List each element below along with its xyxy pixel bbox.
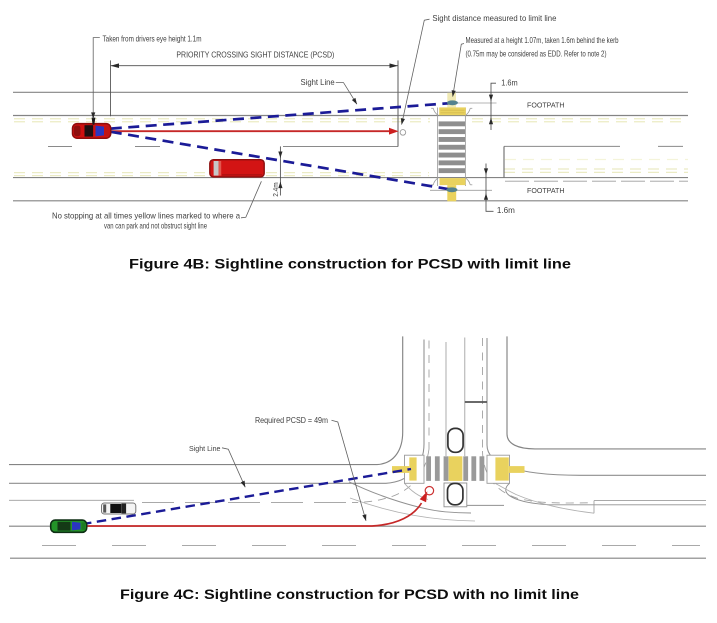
fig4c-green-car	[49, 519, 88, 534]
fig4b-label-dim16-bottom: 1.6m	[497, 206, 515, 215]
fig4c-label-required-pcsd: Required PCSD = 49m	[255, 416, 328, 425]
fig4b-pcsd-dimension	[110, 60, 398, 117]
fig4c-island-tactile	[448, 456, 463, 481]
fig4c-junction-mouth-curves	[348, 481, 706, 522]
fig4c-refuge-island	[446, 427, 464, 506]
fig4b-label-footpath-bottom: FOOTPATH	[527, 186, 565, 195]
fig4b-tactile-square-bottom	[439, 178, 466, 186]
fig4b-label-dim24: 2.4m	[271, 182, 280, 197]
figure-4b-drawing: Taken from drivers eye height 1.1m PRIOR…	[13, 13, 688, 230]
fig4c-required-pcsd-leader	[331, 419, 367, 521]
fig4b-dim-16-bottom	[483, 163, 494, 212]
fig4b-limit-point-circle	[399, 129, 407, 136]
fig4c-bellmouth-dash-east	[482, 450, 591, 504]
fig4b-label-pcsd-heading: PRIORITY CROSSING SIGHT DISTANCE (PCSD)	[176, 50, 334, 59]
fig4b-label-limit-note: Sight distance measured to limit line	[432, 13, 556, 23]
fig4b-dim-16-top	[488, 82, 496, 130]
fig4b-no-stopping-leader	[240, 181, 262, 219]
fig4b-pedestrian-top	[446, 100, 458, 106]
fig4b-driver-car	[71, 117, 112, 139]
fig4c-conflict-point-circle	[424, 485, 435, 496]
fig4b-sight-lines	[110, 101, 451, 191]
fig4b-zebra-crossing	[431, 92, 473, 202]
fig4b-road-lines	[13, 91, 688, 202]
fig4c-centre-line-east	[593, 500, 706, 514]
fig4b-label-eye-height: Taken from drivers eye height 1.1m	[103, 34, 202, 44]
fig4b-parked-van	[209, 158, 265, 178]
fig4c-centre-line-west	[9, 499, 350, 504]
fig4b-vehicle-path-arrowhead	[389, 127, 399, 135]
fig4b-zebra-stripes	[438, 121, 465, 174]
fig4b-sight-line-lower	[110, 130, 451, 191]
fig4b-kerb-flares	[431, 107, 473, 186]
fig4b-eye-height-leader	[91, 37, 100, 119]
fig4c-vehicle-path-arrowhead	[419, 491, 428, 503]
fig4b-label-sight-line: Sight Line	[301, 77, 336, 87]
figure-4c-caption: Figure 4C: Sightline construction for PC…	[120, 587, 579, 602]
fig4b-vehicle-path	[110, 127, 407, 136]
fig4b-label-dim16-top: 1.6m	[501, 78, 518, 87]
fig4c-main-road-east	[486, 336, 706, 476]
fig4c-vehicle-path	[87, 485, 435, 527]
fig4c-zebra-stripes	[426, 456, 485, 481]
figure-4b-caption: Figure 4B: Sightline construction for PC…	[129, 256, 571, 271]
fig4c-sight-line	[81, 467, 412, 526]
fig4c-main-road-west	[9, 336, 425, 484]
fig4b-label-measured-1: Measured at a height 1.07m, taken 1.6m b…	[466, 35, 619, 45]
fig4c-side-road	[428, 337, 487, 456]
fig4c-crossing-yellows	[392, 457, 525, 481]
fig4b-sight-line-leader	[335, 82, 358, 105]
fig4b-tactile-strip-top	[447, 92, 456, 108]
fig4b-label-no-stopping-2: van can park and not obstruct sight line	[104, 220, 207, 230]
fig4b-tactile-strip-bottom	[447, 185, 457, 202]
fig4b-label-no-stopping-1: No stopping at all times yellow lines ma…	[52, 210, 240, 220]
fig4b-driver-eye-marker	[91, 117, 96, 125]
fig4c-white-car	[101, 502, 137, 515]
fig4b-label-measured-2: (0.75m may be considered as EDD. Refer t…	[466, 48, 607, 58]
fig4b-limit-note-leader	[400, 18, 430, 125]
fig4b-label-footpath-top: FOOTPATH	[527, 101, 565, 110]
fig4b-limit-lines	[397, 60, 505, 178]
fig4c-label-sight-line: Sight Line	[189, 444, 221, 453]
fig4b-tactile-square-top	[439, 107, 466, 116]
fig4c-sight-line-leader	[221, 447, 246, 488]
figure-4c-drawing: Required PCSD = 49m Sight Line	[9, 336, 706, 559]
fig4b-pedestrian-bottom	[446, 187, 458, 193]
fig4b-measured-note-leader	[451, 43, 465, 97]
fig4b-sight-line-upper	[110, 101, 450, 130]
